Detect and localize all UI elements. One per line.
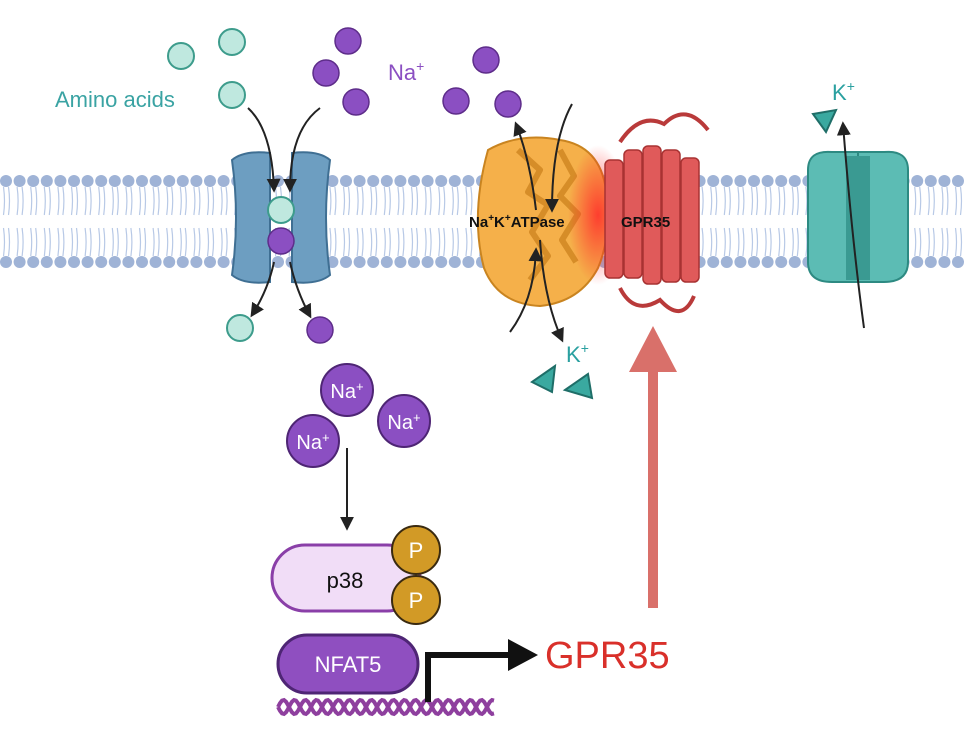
cytosolic-sodium-ion: Na+ [286,414,340,468]
symporter-arrows [247,107,321,319]
k-efflux-arrow [836,121,865,329]
na-k-atpase-label: Na+K+ATPase [469,213,565,231]
cytosolic-sodium-ion: Na+ [377,394,431,448]
amino-acid-symporter [230,151,332,284]
nfat5-factor: NFAT5 [276,633,420,695]
k-label-top: K+ [832,78,855,105]
svg-text:Na+: Na+ [296,430,329,454]
pump-arrows [509,103,573,343]
cytosolic-sodium-ion: Na+ [320,363,374,417]
sodium-particle [267,227,295,255]
potassium-triangle [811,108,838,134]
svg-text:Na+: Na+ [387,410,420,434]
dna-helix [276,697,495,717]
amino-acid-particle [267,196,295,224]
na-label-top: Na+ [388,58,424,85]
amino-acids-label: Amino acids [55,87,175,112]
svg-text:Na+: Na+ [330,379,363,403]
phosphate-group: P [391,575,441,625]
svg-text:P: P [409,588,424,613]
gpr35-receptor [604,112,710,313]
phosphate-group: P [391,525,441,575]
upregulation-arrow [629,326,677,608]
sodium-particles [306,27,522,344]
gpr35-gene-label: GPR35 [545,635,670,677]
potassium-channel [807,150,909,283]
k-label-bottom: K+ [566,340,589,367]
svg-text:P: P [409,538,424,563]
nfat5-label: NFAT5 [315,652,382,677]
transcription-start-arrow [425,652,510,702]
p38-kinase: p38 [270,543,422,613]
gpr35-receptor-label: GPR35 [621,214,670,231]
transcription-arrowhead [508,639,538,671]
p38-label: p38 [327,568,364,593]
amino-acid-particles [167,28,254,342]
potassium-triangles [530,363,594,400]
